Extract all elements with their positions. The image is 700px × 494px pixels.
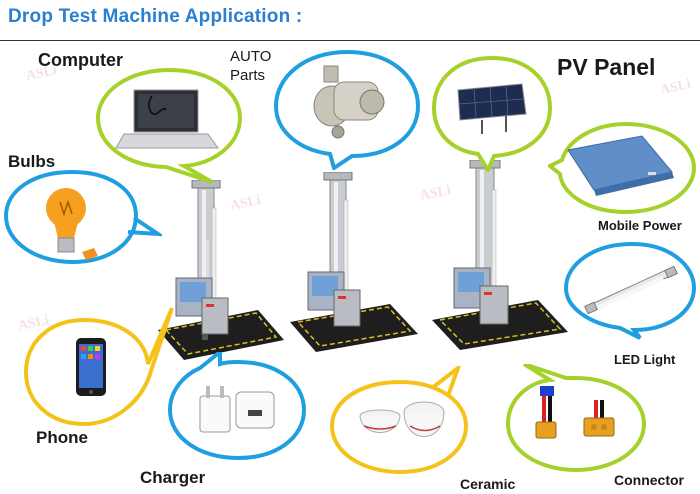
drop-test-machine bbox=[432, 160, 568, 350]
ceramic-bowls-icon bbox=[359, 401, 445, 437]
label-charger: Charger bbox=[140, 468, 206, 487]
bubble-ceramic bbox=[329, 366, 469, 475]
bubble-pv-panel bbox=[431, 55, 553, 172]
label-auto-line2: Parts bbox=[230, 67, 266, 84]
bubble-charger bbox=[167, 352, 307, 461]
label-led-light: LED Light bbox=[614, 352, 676, 367]
label-auto-line1: AUTO bbox=[230, 48, 272, 65]
bulb-icon bbox=[46, 188, 98, 260]
page-title: Drop Test Machine Application : bbox=[8, 6, 303, 27]
title-divider bbox=[0, 40, 700, 41]
label-computer: Computer bbox=[38, 50, 123, 70]
label-phone: Phone bbox=[36, 428, 88, 447]
connector-icon bbox=[535, 386, 615, 439]
bubble-led-light bbox=[563, 241, 697, 340]
charger-icon bbox=[199, 386, 275, 433]
label-mobile-power: Mobile Power bbox=[598, 218, 682, 233]
laptop-icon bbox=[115, 89, 219, 149]
power-bank-icon bbox=[567, 135, 674, 196]
label-ceramic: Ceramic bbox=[460, 476, 516, 492]
drop-test-machine bbox=[158, 180, 284, 360]
label-pv-panel: PV Panel bbox=[557, 54, 656, 80]
led-tube-icon bbox=[584, 265, 678, 315]
bubble-bulbs bbox=[3, 169, 162, 265]
bubble-computer bbox=[95, 67, 243, 184]
auto-part-icon bbox=[313, 65, 385, 139]
bubble-phone bbox=[23, 307, 174, 427]
bubble-auto-parts bbox=[273, 49, 421, 170]
solar-panel-icon bbox=[457, 83, 527, 134]
bubble-connector bbox=[505, 364, 647, 473]
watermark: ASLi bbox=[658, 76, 693, 99]
drop-test-machine bbox=[290, 172, 418, 352]
label-auto-parts: AUTO Parts bbox=[230, 47, 271, 85]
smartphone-icon bbox=[76, 338, 106, 396]
bubble-mobile-power bbox=[548, 121, 697, 215]
label-connector: Connector bbox=[614, 472, 684, 488]
label-bulbs: Bulbs bbox=[8, 152, 56, 171]
